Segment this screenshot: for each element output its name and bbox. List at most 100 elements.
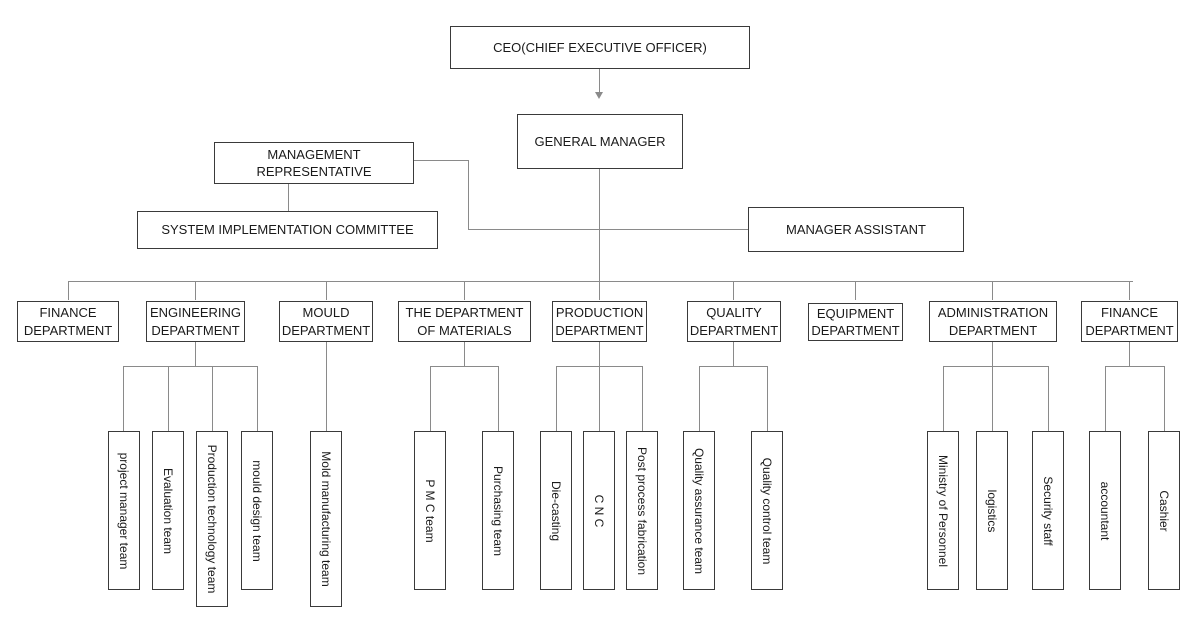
team-label: Mold manufacturing team <box>319 451 333 587</box>
department-mould[interactable]: MOULD DEPARTMENT <box>279 301 373 342</box>
connector-bus-to-finance-right <box>1129 281 1130 300</box>
team-pmc-team[interactable]: P M C team <box>414 431 446 590</box>
department-finance-right[interactable]: FINANCE DEPARTMENT <box>1081 301 1178 342</box>
general-manager-label: GENERAL MANAGER <box>534 133 666 149</box>
team-cnc[interactable]: C N C <box>583 431 615 590</box>
team-label: Purchasing team <box>491 465 505 556</box>
connector-administration-drop-3 <box>1048 366 1049 431</box>
team-evaluation-team[interactable]: Evaluation team <box>152 431 184 590</box>
team-quality-control-team[interactable]: Quality control team <box>751 431 783 590</box>
management-representative-label: MANAGEMENT REPRESENTATIVE <box>256 146 372 179</box>
connector-production-drop-2 <box>599 366 600 431</box>
box-general-manager[interactable]: GENERAL MANAGER <box>517 114 683 169</box>
connector-materials-bus <box>430 366 499 367</box>
department-label: THE DEPARTMENT OF MATERIALS <box>405 305 524 338</box>
department-production[interactable]: PRODUCTION DEPARTMENT <box>552 301 647 342</box>
connector-bus-to-quality <box>733 281 734 300</box>
team-quality-assurance-team[interactable]: Quality assurance team <box>683 431 715 590</box>
system-implementation-committee-label: SYSTEM IMPLEMENTATION COMMITTEE <box>161 222 414 238</box>
team-label: C N C <box>592 494 606 527</box>
connector-department-bus <box>68 281 1133 282</box>
department-label: PRODUCTION DEPARTMENT <box>555 305 644 338</box>
connector-bus-to-materials <box>464 281 465 300</box>
connector-finance-right-bus <box>1105 366 1165 367</box>
department-label: QUALITY DEPARTMENT <box>689 305 779 338</box>
connector-engineering-drop-2 <box>168 366 169 431</box>
team-label: Ministry of Personnel <box>936 454 950 567</box>
connector-quality-bus <box>699 366 768 367</box>
connector-administration-drop-1 <box>943 366 944 431</box>
team-cashier[interactable]: Cashier <box>1148 431 1180 590</box>
team-purchasing-team[interactable]: Purchasing team <box>482 431 514 590</box>
team-label: logistics <box>985 489 999 532</box>
team-label: project manager team <box>117 452 131 569</box>
connector-production-stem <box>599 342 600 367</box>
connector-bus-to-equipment <box>855 281 856 300</box>
department-equipment[interactable]: EQUIPMENT DEPARTMENT <box>808 303 903 341</box>
connector-bus-to-administration <box>992 281 993 300</box>
team-mould-design-team[interactable]: mould design team <box>241 431 273 590</box>
connector-engineering-stem <box>195 342 196 367</box>
connector-gm-down <box>599 169 600 281</box>
box-management-representative[interactable]: MANAGEMENT REPRESENTATIVE <box>214 142 414 184</box>
team-accountant[interactable]: accountant <box>1089 431 1121 590</box>
team-label: P M C team <box>423 478 437 543</box>
connector-administration-drop-2 <box>992 366 993 431</box>
connector-bus-to-finance-left <box>68 281 69 300</box>
team-label: Quality assurance team <box>692 447 706 574</box>
team-security-staff[interactable]: Security staff <box>1032 431 1064 590</box>
team-mold-manufacturing-team[interactable]: Mold manufacturing team <box>310 431 342 607</box>
team-die-casting[interactable]: Die-casting <box>540 431 572 590</box>
connector-mgmtrep-down <box>468 160 469 230</box>
connector-engineering-drop-3 <box>212 366 213 431</box>
department-materials[interactable]: THE DEPARTMENT OF MATERIALS <box>398 301 531 342</box>
connector-mould-drop-1 <box>326 342 327 431</box>
team-label: Evaluation team <box>161 467 175 554</box>
connector-managerassistant-left <box>599 229 748 230</box>
box-manager-assistant[interactable]: MANAGER ASSISTANT <box>748 207 964 252</box>
box-ceo[interactable]: CEO(CHIEF EXECUTIVE OFFICER) <box>450 26 750 69</box>
department-label: ENGINEERING DEPARTMENT <box>150 305 242 338</box>
department-label: ADMINISTRATION DEPARTMENT <box>937 305 1049 338</box>
team-label: Quality control team <box>760 457 774 564</box>
team-label: Die-casting <box>549 480 563 541</box>
connector-production-drop-3 <box>642 366 643 431</box>
department-finance-left[interactable]: FINANCE DEPARTMENT <box>17 301 119 342</box>
department-quality[interactable]: QUALITY DEPARTMENT <box>687 301 781 342</box>
connector-production-drop-1 <box>556 366 557 431</box>
connector-quality-drop-2 <box>767 366 768 431</box>
department-label: MOULD DEPARTMENT <box>281 305 371 338</box>
team-label: mould design team <box>250 459 264 562</box>
team-label: Cashier <box>1157 489 1171 532</box>
department-label: FINANCE DEPARTMENT <box>23 305 113 338</box>
team-ministry-of-personnel[interactable]: Ministry of Personnel <box>927 431 959 590</box>
department-label: EQUIPMENT DEPARTMENT <box>811 305 900 338</box>
team-production-technology-team[interactable]: Production technology team <box>196 431 228 607</box>
team-label: Security staff <box>1041 475 1055 546</box>
team-label: accountant <box>1098 481 1112 540</box>
connector-ceo-to-gm <box>599 68 600 93</box>
connector-mgmtrep-right <box>414 160 469 161</box>
connector-materials-stem <box>464 342 465 367</box>
box-system-implementation-committee[interactable]: SYSTEM IMPLEMENTATION COMMITTEE <box>137 211 438 249</box>
connector-finance-right-drop-2 <box>1164 366 1165 431</box>
department-engineering[interactable]: ENGINEERING DEPARTMENT <box>146 301 245 342</box>
connector-administration-bus <box>943 366 1049 367</box>
connector-mgmtrep-to-sic <box>288 183 289 212</box>
arrowhead-ceo-to-gm <box>595 92 603 99</box>
connector-bus-to-engineering <box>195 281 196 300</box>
connector-quality-drop-1 <box>699 366 700 431</box>
connector-materials-drop-2 <box>498 366 499 431</box>
team-post-process-fabrication[interactable]: Post process fabrication <box>626 431 658 590</box>
connector-quality-stem <box>733 342 734 367</box>
team-logistics[interactable]: logistics <box>976 431 1008 590</box>
connector-engineering-bus <box>123 366 257 367</box>
team-label: Post process fabrication <box>635 446 649 575</box>
department-administration[interactable]: ADMINISTRATION DEPARTMENT <box>929 301 1057 342</box>
connector-bus-to-production <box>599 281 600 300</box>
connector-administration-stem <box>992 342 993 367</box>
team-project-manager-team[interactable]: project manager team <box>108 431 140 590</box>
department-label: FINANCE DEPARTMENT <box>1085 305 1174 338</box>
connector-finance-right-drop-1 <box>1105 366 1106 431</box>
